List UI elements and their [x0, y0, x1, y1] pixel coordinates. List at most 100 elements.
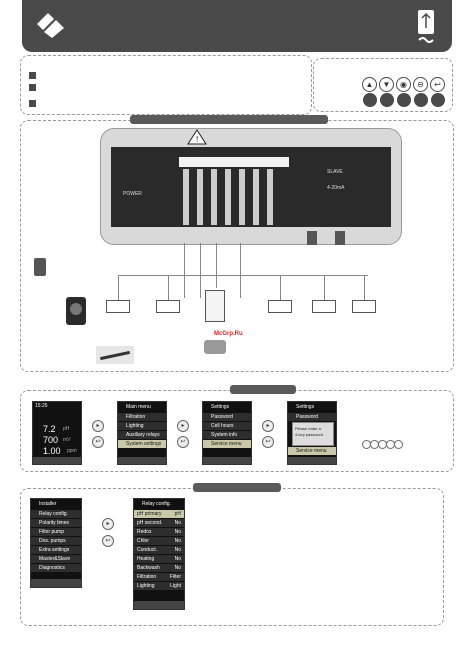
- wire: [118, 275, 119, 300]
- menu-item-filter-pump[interactable]: Filter pump: [31, 528, 81, 537]
- keypad-dot: [380, 93, 394, 107]
- menu-item-cell-hours[interactable]: Cell hours: [203, 422, 251, 431]
- wire: [168, 275, 169, 300]
- power-label: POWER: [123, 191, 142, 197]
- menu-item-extra-settings[interactable]: Extra settings: [31, 546, 81, 555]
- ok-arrow: ▸: [92, 420, 104, 432]
- screen-title: Settings: [296, 404, 315, 410]
- wire: [364, 275, 365, 300]
- usb-icon: [416, 8, 436, 46]
- relay-config-value: pH: [174, 511, 181, 517]
- ok-arrow: ▸: [177, 420, 189, 432]
- menu-item-relay-config[interactable]: Relay config.: [31, 510, 81, 519]
- relay-config-value: No: [174, 565, 181, 571]
- password-dialog: Please enter a 4-key password: [292, 422, 334, 446]
- terminal-strip: [179, 157, 289, 167]
- up-button[interactable]: ▲: [362, 77, 377, 92]
- ok-arrow: ▸: [262, 420, 274, 432]
- keypad-dot: [414, 93, 428, 107]
- relay-symbol: [106, 300, 130, 313]
- screen-title: Relay config.: [142, 501, 171, 507]
- legend-panel: [20, 55, 312, 115]
- keypad-dot: [363, 93, 377, 107]
- company-logo: [34, 10, 68, 40]
- menu-item-password[interactable]: Password: [203, 413, 251, 422]
- ok-arrow: ▸: [102, 518, 114, 530]
- softkey-bar: [288, 457, 336, 464]
- watermark: McGrp.Ru: [214, 331, 243, 337]
- legend-bullet: [29, 72, 36, 79]
- wire: [240, 243, 241, 298]
- time-display: 15:25: [35, 403, 48, 409]
- menu-item-master-slave[interactable]: Master&Slave: [31, 555, 81, 564]
- ok-button[interactable]: ◉: [396, 77, 411, 92]
- svg-text:!: !: [196, 135, 198, 144]
- menu-item-diagnostics[interactable]: Diagnostics: [31, 564, 81, 573]
- relay-config-row[interactable]: pH primary pH: [134, 510, 184, 519]
- menu-item-system-settings[interactable]: System settings: [118, 440, 166, 449]
- screen-title: Installer: [39, 501, 57, 507]
- softkey-bar: [31, 579, 81, 587]
- minus-button[interactable]: ⊖: [413, 77, 428, 92]
- menu-nav-title-bar: [230, 385, 296, 394]
- relay-config-row[interactable]: Conduct. No: [134, 546, 184, 555]
- cable-image: [204, 340, 226, 354]
- relay-symbol: [352, 300, 376, 313]
- wire: [216, 243, 217, 288]
- keypad-dot: [431, 93, 445, 107]
- ph-unit: pH: [63, 426, 70, 432]
- back-arrow: ↩: [102, 535, 114, 547]
- relay-config-row[interactable]: pH second.No: [134, 519, 184, 528]
- back-arrow: ↩: [92, 436, 104, 448]
- relay-config-value: Filter: [169, 574, 181, 580]
- chlor-value: 1.00: [43, 446, 61, 456]
- controller-board: ! POWER SLAVE 4-20mA: [100, 128, 402, 245]
- dialog-line: 4-key password: [295, 432, 324, 437]
- menu-item-dos-pumps[interactable]: Dos. pumps: [31, 537, 81, 546]
- outlet-box: [205, 290, 225, 322]
- softkey-bar: [203, 457, 251, 464]
- menu-item-service-menu[interactable]: Service menu: [288, 447, 336, 456]
- relay-config-key: Chlor: [137, 538, 149, 544]
- mini-keypad: [362, 440, 403, 449]
- menu-item-service-menu[interactable]: Service menu: [203, 440, 251, 449]
- relay-config-value: No: [174, 556, 181, 562]
- relay-config-key: pH second.: [137, 520, 163, 526]
- dosing-pump-image: [66, 297, 86, 325]
- warning-icon: !: [187, 129, 207, 145]
- relay-config-key: Conduct.: [137, 547, 158, 553]
- down-button[interactable]: ▼: [379, 77, 394, 92]
- ph-value: 7.2: [43, 424, 56, 434]
- menu-item-lighting[interactable]: Lighting: [118, 422, 166, 431]
- relay-config-value: No: [174, 529, 181, 535]
- back-button[interactable]: ↩: [430, 77, 445, 92]
- menu-item-system-info[interactable]: System info: [203, 431, 251, 440]
- relay-symbol: [156, 300, 180, 313]
- password-screen: Settings Password Please enter a 4-key p…: [287, 401, 337, 465]
- 4-20ma-label: 4-20mA: [327, 185, 345, 191]
- keypad-panel: ▲ ▼ ◉ ⊖ ↩: [313, 58, 453, 112]
- relay-symbol: [312, 300, 336, 313]
- relay-config-key: Lighting: [137, 583, 155, 589]
- relay-config-key: pH primary: [137, 511, 162, 517]
- relay-terminal-row: [179, 169, 289, 229]
- legend-bullet: [29, 84, 36, 91]
- softkey-bar: [118, 457, 166, 464]
- menu-item-password[interactable]: Password: [288, 413, 336, 422]
- relay-config-value: No: [174, 547, 181, 553]
- screen-title: Main menu: [126, 404, 151, 410]
- wiring-title-bar: [130, 115, 328, 124]
- probe-holder-image: [34, 258, 46, 276]
- menu-item-aux-relays[interactable]: Auxiliary relays: [118, 431, 166, 440]
- home-screen: 15:25 7.2 pH 700 mV 1.00 ppm: [32, 401, 82, 465]
- back-arrow: ↩: [177, 436, 189, 448]
- menu-item-filtration[interactable]: Filtration: [118, 413, 166, 422]
- wire: [184, 243, 185, 298]
- menu-item-polarity-times[interactable]: Polarity times: [31, 519, 81, 528]
